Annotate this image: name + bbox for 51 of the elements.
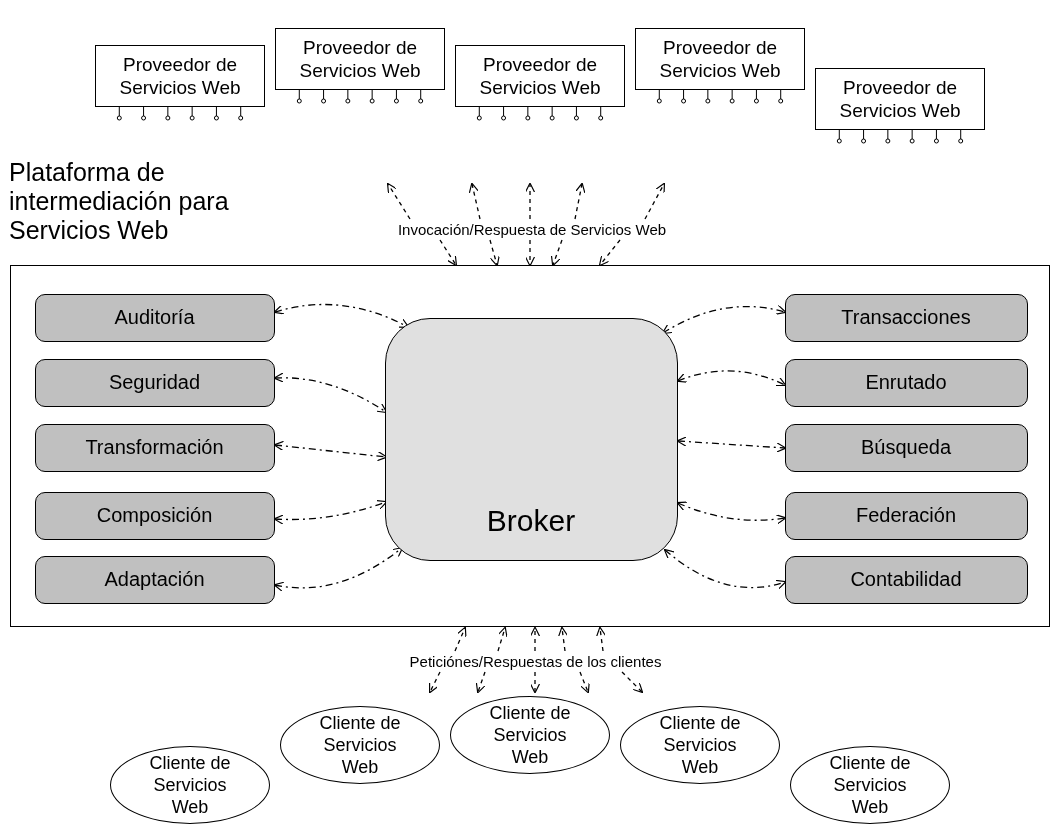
arrow: [574, 182, 586, 220]
module-box: Búsqueda: [784, 423, 1028, 472]
arrow: [497, 626, 508, 652]
arrow: [558, 626, 569, 652]
module-box: Contabilidad: [784, 555, 1028, 604]
arrow: [475, 671, 486, 694]
arrow: [439, 239, 458, 267]
arrow: [529, 626, 541, 652]
module-box: Composición: [34, 491, 275, 540]
arrow: [489, 239, 500, 267]
arrow: [429, 671, 441, 694]
arrow: [676, 501, 787, 525]
arrow: [661, 305, 787, 335]
arrow: [550, 239, 563, 267]
flow-caption: Peticiónes/Respuestas de los clientes: [383, 652, 688, 671]
arrow: [454, 626, 467, 652]
arrow: [468, 182, 481, 220]
provider-box: Proveedor de Servicios Web: [275, 28, 445, 90]
provider-box: Proveedor de Servicios Web: [95, 45, 265, 107]
client-ellipse: Cliente de Servicios Web: [280, 706, 440, 784]
arrow: [386, 182, 411, 220]
arrow: [273, 303, 410, 328]
arrow: [579, 671, 590, 694]
client-ellipse: Cliente de Servicios Web: [790, 746, 950, 824]
arrow: [524, 182, 536, 220]
arrow: [273, 546, 404, 592]
arrow: [529, 671, 541, 694]
arrow: [676, 370, 787, 387]
module-box: Enrutado: [784, 358, 1028, 407]
broker-box: Broker: [384, 317, 678, 561]
arrow: [676, 436, 787, 453]
arrow: [644, 182, 665, 220]
flow-caption: Invocación/Respuesta de Servicios Web: [352, 220, 712, 239]
module-box: Auditoría: [34, 293, 275, 342]
provider-box: Proveedor de Servicios Web: [815, 68, 985, 130]
client-ellipse: Cliente de Servicios Web: [450, 696, 610, 774]
arrow: [596, 626, 607, 652]
client-ellipse: Cliente de Servicios Web: [620, 706, 780, 784]
module-box: Transformación: [34, 423, 275, 472]
module-box: Transacciones: [784, 293, 1028, 342]
provider-box: Proveedor de Servicios Web: [455, 45, 625, 107]
client-ellipse: Cliente de Servicios Web: [110, 746, 270, 824]
provider-box: Proveedor de Servicios Web: [635, 28, 805, 90]
platform-title: Plataforma de intermediación para Servicios Web: [9, 158, 230, 245]
arrow: [524, 239, 536, 267]
module-box: Federación: [784, 491, 1028, 540]
module-box: Seguridad: [34, 358, 275, 407]
arrow: [621, 671, 644, 694]
module-box: Adaptación: [34, 555, 275, 604]
arrow: [598, 239, 621, 267]
arrow: [663, 548, 787, 590]
